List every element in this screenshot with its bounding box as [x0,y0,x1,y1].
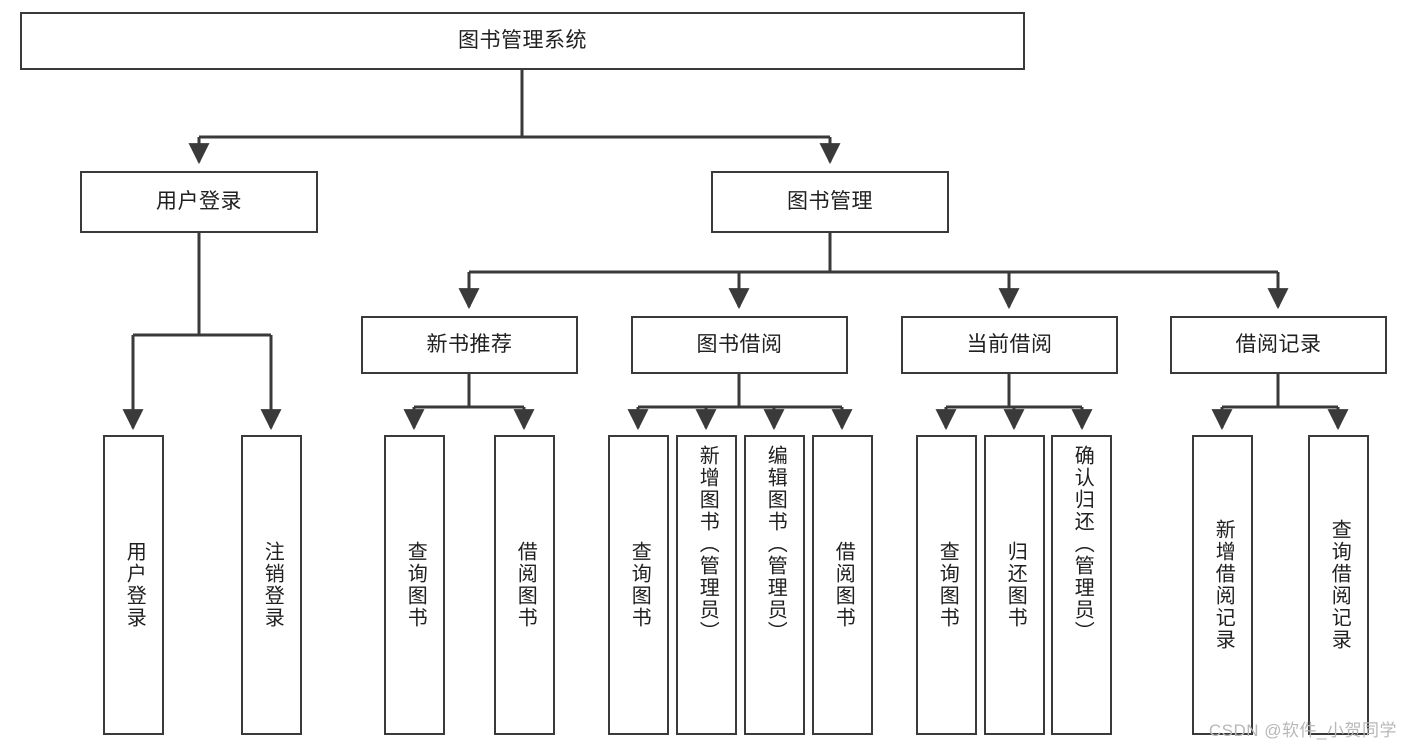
node-leaf-current-borrow-return-label: 归还图书 [1004,541,1027,629]
node-book-borrow-label: 图书借阅 [696,333,783,357]
node-leaf-user-login-logout[interactable]: 注销登录 [241,435,302,735]
node-user-login[interactable]: 用户登录 [80,171,318,233]
node-new-book-recommend[interactable]: 新书推荐 [361,316,578,374]
node-leaf-user-login-login[interactable]: 用户登录 [103,435,164,735]
node-borrow-record[interactable]: 借阅记录 [1170,316,1387,374]
node-leaf-book-borrow-add-label: 新增图书（管理员） [696,445,719,643]
node-book-manage[interactable]: 图书管理 [711,171,949,233]
node-leaf-new-book-query[interactable]: 查询图书 [384,435,445,735]
node-leaf-book-borrow-borrow[interactable]: 借阅图书 [812,435,873,735]
node-root-system[interactable]: 图书管理系统 [20,12,1025,70]
node-leaf-book-borrow-edit[interactable]: 编辑图书（管理员） [744,435,805,735]
node-book-manage-label: 图书管理 [787,190,873,214]
node-leaf-current-borrow-confirm[interactable]: 确认归还（管理员） [1051,435,1112,735]
node-leaf-new-book-borrow-label: 借阅图书 [514,541,537,629]
node-leaf-current-borrow-query[interactable]: 查询图书 [916,435,977,735]
node-leaf-user-login-logout-label: 注销登录 [261,541,284,629]
node-leaf-user-login-login-label: 用户登录 [123,541,146,629]
node-leaf-current-borrow-confirm-label: 确认归还（管理员） [1071,445,1094,643]
node-borrow-record-label: 借阅记录 [1235,333,1322,357]
node-leaf-book-borrow-edit-label: 编辑图书（管理员） [764,445,787,643]
node-leaf-current-borrow-return[interactable]: 归还图书 [984,435,1045,735]
node-leaf-book-borrow-borrow-label: 借阅图书 [832,541,855,629]
node-leaf-borrow-record-query-label: 查询借阅记录 [1328,519,1351,651]
node-leaf-new-book-query-label: 查询图书 [404,541,427,629]
node-leaf-book-borrow-query-label: 查询图书 [628,541,651,629]
node-current-borrow-label: 当前借阅 [966,333,1053,357]
node-leaf-borrow-record-add-label: 新增借阅记录 [1212,519,1235,651]
node-leaf-new-book-borrow[interactable]: 借阅图书 [494,435,555,735]
node-book-borrow[interactable]: 图书借阅 [631,316,848,374]
csdn-watermark: CSDN @软件_小贺同学 [1208,721,1397,740]
node-leaf-borrow-record-add[interactable]: 新增借阅记录 [1192,435,1253,735]
node-new-book-recommend-label: 新书推荐 [426,333,513,357]
node-leaf-borrow-record-query[interactable]: 查询借阅记录 [1308,435,1369,735]
node-leaf-book-borrow-add[interactable]: 新增图书（管理员） [676,435,737,735]
node-current-borrow[interactable]: 当前借阅 [901,316,1118,374]
node-user-login-label: 用户登录 [156,190,242,214]
node-root-system-label: 图书管理系统 [458,29,587,53]
node-leaf-book-borrow-query[interactable]: 查询图书 [608,435,669,735]
node-leaf-current-borrow-query-label: 查询图书 [936,541,959,629]
